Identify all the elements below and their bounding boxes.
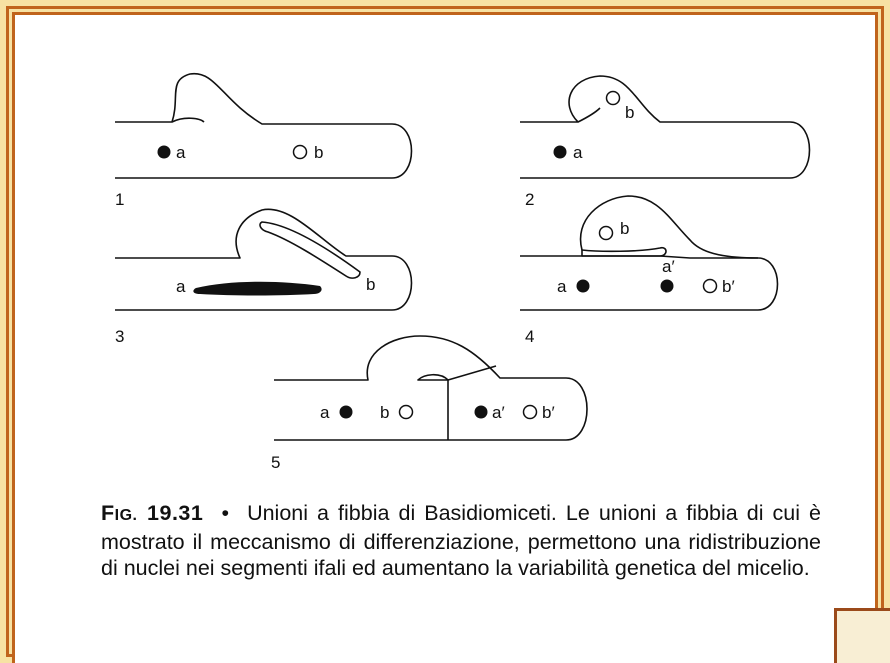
label-b-panel-1: b bbox=[314, 143, 323, 162]
caption-bullet: • bbox=[221, 501, 229, 525]
panel-4-hypha bbox=[520, 195, 779, 311]
panel-number-3: 3 bbox=[115, 327, 124, 346]
nucleus-b-prime-panel-4 bbox=[702, 278, 718, 294]
label-a-panel-2: a bbox=[573, 143, 583, 162]
panel-2-hypha bbox=[520, 75, 811, 179]
nucleus-b-prime-panel-5 bbox=[522, 404, 538, 420]
nucleus-a-panel-5 bbox=[339, 405, 353, 419]
label-a-prime-panel-4: a′ bbox=[662, 257, 675, 276]
panel-5-hypha bbox=[274, 335, 588, 441]
nucleus-a-prime-panel-5 bbox=[474, 405, 488, 419]
panel-number-2: 2 bbox=[525, 190, 534, 209]
label-b-panel-5: b bbox=[380, 403, 389, 422]
panel-number-1: 1 bbox=[115, 190, 124, 209]
corner-box bbox=[834, 608, 890, 663]
nucleus-a-panel-2 bbox=[553, 145, 567, 159]
label-a-panel-4: a bbox=[557, 277, 567, 296]
figure-caption: FIG. 19.31 • Unioni a fibbia di Basidiom… bbox=[101, 500, 821, 581]
dividing-nucleus-a-panel-3 bbox=[193, 281, 322, 296]
nucleus-a-panel-1 bbox=[157, 145, 171, 159]
label-a-panel-5: a bbox=[320, 403, 330, 422]
label-a-panel-3: a bbox=[176, 277, 186, 296]
nucleus-b-panel-4 bbox=[598, 225, 614, 241]
panel-numbers: 1 2 3 4 5 bbox=[115, 190, 534, 472]
nucleus-labels: a b a b a b a a′ b′ b a b a′ b′ bbox=[176, 103, 735, 422]
label-b-panel-2: b bbox=[625, 103, 634, 122]
label-b-panel-3: b bbox=[366, 275, 375, 294]
panel-number-5: 5 bbox=[271, 453, 280, 472]
nucleus-a-prime-panel-4 bbox=[660, 279, 674, 293]
nucleus-a-panel-4 bbox=[576, 279, 590, 293]
label-a-prime-panel-5: a′ bbox=[492, 403, 505, 422]
panel-number-4: 4 bbox=[525, 327, 534, 346]
label-b-panel-4: b bbox=[620, 219, 629, 238]
nucleus-b-panel-2 bbox=[605, 90, 621, 106]
nucleus-b-panel-1 bbox=[292, 144, 308, 160]
nuclei bbox=[157, 90, 718, 420]
panel-3-hypha bbox=[115, 208, 413, 311]
caption-text: Unioni a fibbia di Basidiomiceti. Le uni… bbox=[101, 501, 822, 580]
slide-card bbox=[12, 12, 878, 663]
nucleus-b-panel-5 bbox=[398, 404, 414, 420]
figure-label: FIG. 19.31 bbox=[101, 501, 204, 525]
panel-1-hypha bbox=[115, 72, 413, 179]
label-b-prime-panel-4: b′ bbox=[722, 277, 735, 296]
label-a-panel-1: a bbox=[176, 143, 186, 162]
label-b-prime-panel-5: b′ bbox=[542, 403, 555, 422]
